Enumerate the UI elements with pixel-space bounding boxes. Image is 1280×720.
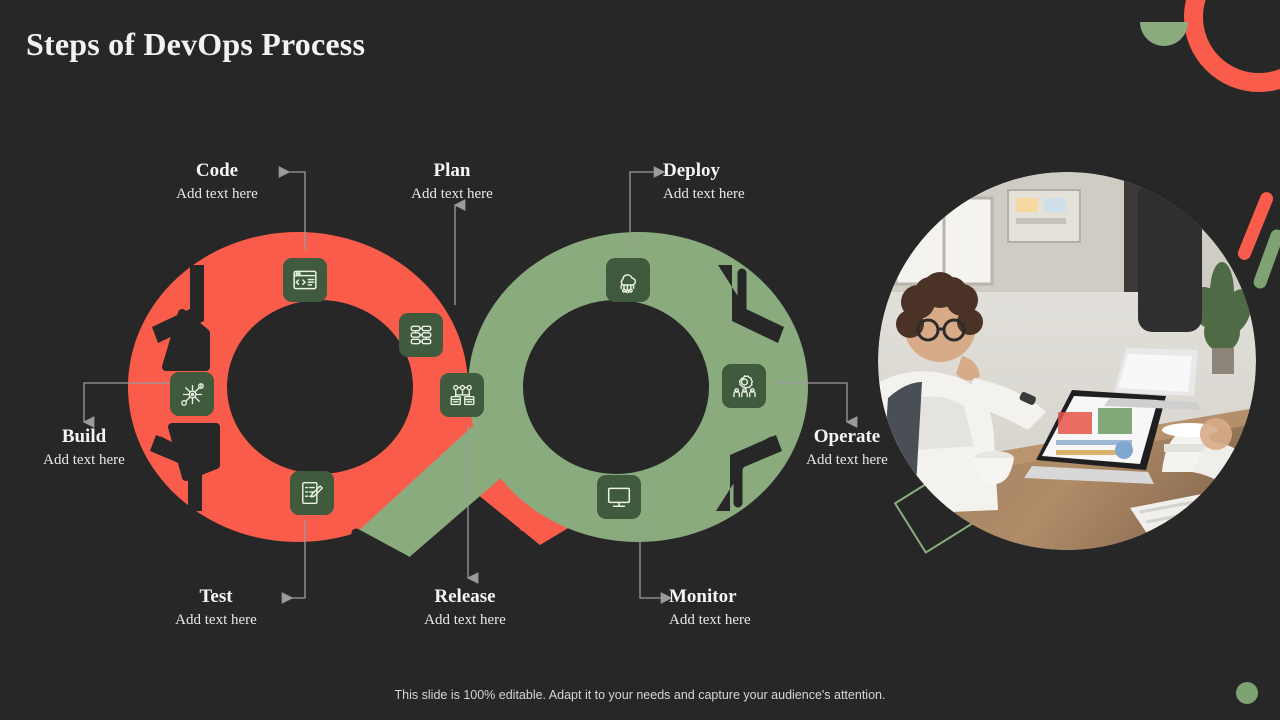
connector-test xyxy=(281,520,306,604)
step-subtitle-operate: Add text here xyxy=(806,451,888,468)
step-label-code: Code Add text here xyxy=(142,160,292,204)
step-label-monitor: Monitor Add text here xyxy=(669,586,839,630)
step-title-operate: Operate xyxy=(813,426,881,447)
desktop-icon xyxy=(597,475,641,519)
step-subtitle-code: Add text here xyxy=(176,185,258,202)
step-title-code: Code xyxy=(195,160,239,181)
cloud-network-icon xyxy=(606,258,650,302)
step-label-test: Test Add text here xyxy=(141,586,291,630)
connector-code xyxy=(278,166,306,250)
footer-note: This slide is 100% editable. Adapt it to… xyxy=(394,688,886,702)
page-title: Steps of DevOps Process xyxy=(26,26,366,62)
checklist-pen-icon xyxy=(290,471,334,515)
connector-deploy xyxy=(629,166,666,250)
release-hub-icon xyxy=(440,373,484,417)
step-subtitle-build: Add text here xyxy=(43,451,125,468)
step-label-release: Release Add text here xyxy=(390,586,540,630)
workflow-icon xyxy=(399,313,443,357)
team-meeting-photo xyxy=(878,172,1256,550)
connector-operate xyxy=(775,382,858,428)
step-label-plan: Plan Add text here xyxy=(377,160,527,204)
step-title-build: Build xyxy=(61,426,107,447)
connector-build xyxy=(82,382,170,428)
connector-monitor xyxy=(639,522,673,604)
step-subtitle-deploy: Add text here xyxy=(663,185,745,202)
step-subtitle-monitor: Add text here xyxy=(669,611,751,628)
step-label-operate: Operate Add text here xyxy=(772,426,922,470)
step-label-deploy: Deploy Add text here xyxy=(663,160,833,204)
step-title-monitor: Monitor xyxy=(669,586,737,607)
code-window-icon xyxy=(283,258,327,302)
step-subtitle-plan: Add text here xyxy=(411,185,493,202)
step-title-plan: Plan xyxy=(433,160,471,181)
gear-team-icon xyxy=(722,364,766,408)
dot-decoration-bottom-right xyxy=(1236,682,1258,704)
step-label-build: Build Add text here xyxy=(9,426,159,470)
step-title-test: Test xyxy=(199,586,233,607)
step-subtitle-test: Add text here xyxy=(175,611,257,628)
build-nodes-icon xyxy=(170,372,214,416)
step-title-deploy: Deploy xyxy=(663,160,720,181)
step-subtitle-release: Add text here xyxy=(424,611,506,628)
step-title-release: Release xyxy=(434,586,496,607)
